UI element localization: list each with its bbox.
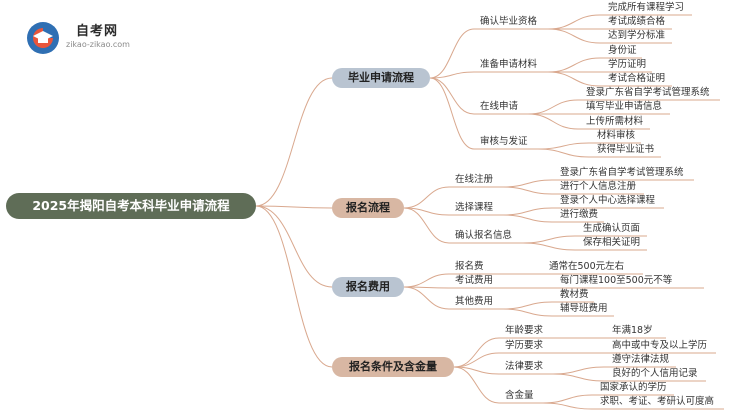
child-node: 确认毕业资格 <box>480 16 538 27</box>
branch-child-connector <box>429 71 475 79</box>
leaf-node: 完成所有课程学习 <box>608 2 685 13</box>
child-leaf-connector <box>522 242 576 251</box>
branch-child-connector <box>403 186 450 209</box>
child-node: 含金量 <box>505 390 534 401</box>
root-branch-connector <box>255 77 333 207</box>
site-logo[interactable]: 自考网 zikao-zikao.com <box>26 18 166 58</box>
leaf-node: 高中或中专及以上学历 <box>612 340 708 351</box>
leaf-node: 遵守法律法规 <box>612 354 670 365</box>
child-leaf-connector <box>542 402 593 410</box>
leaf-node: 上传所需材料 <box>586 116 644 127</box>
child-leaf-connector <box>537 148 590 158</box>
leaf-node: 进行缴费 <box>560 209 599 220</box>
leaf-node: 年满18岁 <box>612 325 653 336</box>
leaf-node: 填写毕业申请信息 <box>586 101 663 112</box>
branch-node: 报名费用 <box>332 277 404 297</box>
branch-node: 报名条件及含金量 <box>332 357 454 377</box>
root-node: 2025年揭阳自考本科毕业申请流程 <box>6 193 256 219</box>
child-node: 在线注册 <box>455 174 494 185</box>
branch-node: 报名流程 <box>332 198 404 218</box>
child-node: 准备申请材料 <box>480 59 538 70</box>
leaf-node: 生成确认页面 <box>583 223 641 234</box>
child-leaf-connector <box>502 186 553 195</box>
child-leaf-connector <box>502 308 553 317</box>
leaf-node: 通常在500元左右 <box>549 261 625 272</box>
leaf-node: 材料审核 <box>597 130 636 141</box>
graduation-cap-icon <box>27 22 59 54</box>
leaf-node: 登录广东省自学考试管理系统 <box>586 87 710 98</box>
child-node: 法律要求 <box>505 361 544 372</box>
child-leaf-connector <box>502 301 553 310</box>
root-branch-connector <box>255 205 333 368</box>
child-leaf-connector <box>547 57 601 73</box>
child-leaf-connector <box>537 142 590 150</box>
leaf-node: 进行个人信息注册 <box>560 181 637 192</box>
leaf-node: 考试成绩合格 <box>608 16 666 27</box>
child-node: 报名费 <box>455 261 484 272</box>
root-branch-connector <box>255 205 333 288</box>
leaf-node: 每门课程100至500元不等 <box>560 275 673 286</box>
leaf-node: 保存相关证明 <box>583 237 641 248</box>
leaf-node: 国家承认的学历 <box>600 382 667 393</box>
leaf-node: 身份证 <box>608 45 637 56</box>
child-leaf-connector <box>527 113 579 130</box>
child-node: 其他费用 <box>455 296 494 307</box>
branch-child-connector <box>453 352 500 368</box>
branch-child-connector <box>403 286 450 310</box>
root-branch-connector <box>255 205 333 209</box>
child-node: 年龄要求 <box>505 325 544 336</box>
branch-child-connector <box>453 366 500 404</box>
logo-subtitle: zikao-zikao.com <box>66 40 130 49</box>
branch-node: 毕业申请流程 <box>332 68 430 88</box>
child-leaf-connector <box>502 214 553 223</box>
child-node: 在线申请 <box>480 101 519 112</box>
child-leaf-connector <box>552 366 605 375</box>
child-leaf-connector <box>502 179 553 188</box>
logo-title: 自考网 <box>76 24 119 39</box>
child-leaf-connector <box>527 99 579 115</box>
child-leaf-connector <box>542 394 593 404</box>
child-leaf-connector <box>547 28 601 44</box>
leaf-node: 学历证明 <box>608 59 647 70</box>
branch-child-connector <box>429 77 475 115</box>
branch-child-connector <box>403 207 450 244</box>
child-leaf-connector <box>502 207 553 216</box>
leaf-node: 教材费 <box>560 289 589 300</box>
leaf-node: 良好的个人信用记录 <box>612 368 698 379</box>
leaf-node: 考试合格证明 <box>608 73 666 84</box>
child-node: 审核与发证 <box>480 136 528 147</box>
child-node: 学历要求 <box>505 340 544 351</box>
branch-child-connector <box>403 273 450 288</box>
child-node: 考试费用 <box>455 275 494 286</box>
branch-child-connector <box>453 337 500 368</box>
leaf-node: 登录个人中心选择课程 <box>560 195 656 206</box>
child-leaf-connector <box>547 14 601 30</box>
leaf-node: 获得毕业证书 <box>597 144 655 155</box>
child-leaf-connector <box>552 373 605 382</box>
leaf-node: 登录广东省自学考试管理系统 <box>560 167 684 178</box>
leaf-node: 辅导班费用 <box>560 303 608 314</box>
branch-child-connector <box>429 28 475 79</box>
child-node: 选择课程 <box>455 202 494 213</box>
leaf-node: 达到学分标准 <box>608 30 666 41</box>
branch-child-connector <box>429 77 475 150</box>
child-leaf-connector <box>522 235 576 244</box>
child-leaf-connector <box>547 71 601 87</box>
leaf-node: 求职、考证、考研认可度高 <box>600 396 715 407</box>
child-node: 确认报名信息 <box>455 230 513 241</box>
